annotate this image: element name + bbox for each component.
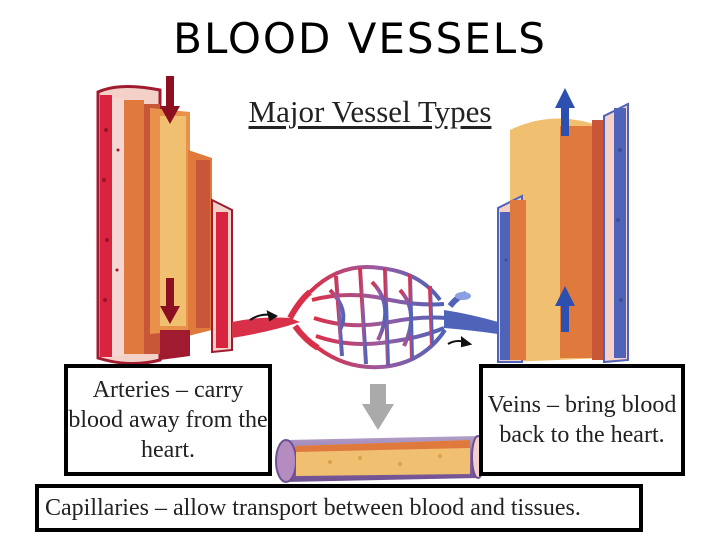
diagram-subtitle: Major Vessel Types (248, 94, 492, 129)
artery-illustration (96, 76, 233, 365)
page-title: BLOOD VESSELS (173, 14, 547, 63)
capillaries-label: Capillaries – allow transport between bl… (35, 484, 643, 532)
capillary-cross-section (275, 435, 485, 483)
veins-label: Veins – bring blood back to the heart. (479, 364, 685, 476)
arteries-label: Arteries – carry blood away from the hea… (64, 364, 272, 476)
flow-direction-arrows (249, 310, 473, 348)
zoom-arrow-icon (362, 384, 394, 430)
capillary-bed (232, 265, 498, 370)
artery-flow-arrow (160, 76, 180, 324)
vein-flow-arrow (555, 88, 575, 332)
vein-illustration (497, 88, 629, 364)
